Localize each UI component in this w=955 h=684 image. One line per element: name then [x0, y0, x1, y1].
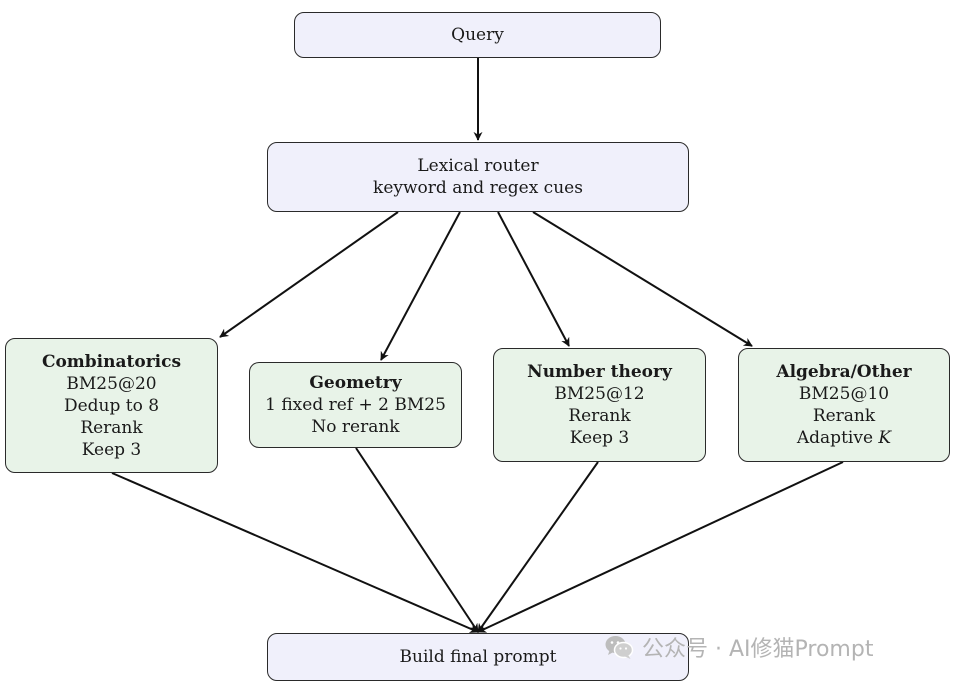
- combinatorics-line: Rerank: [80, 417, 143, 438]
- number-theory-node: Number theory BM25@12 Rerank Keep 3: [493, 348, 706, 462]
- algebra-other-node: Algebra/Other BM25@10 Rerank Adaptive K: [738, 348, 950, 462]
- algebra-other-line: Rerank: [812, 406, 876, 426]
- watermark: 公众号 · AI修猫Prompt: [604, 630, 873, 664]
- arrow-algebra-to-build: [477, 461, 844, 633]
- number-theory-line: Rerank: [568, 406, 631, 426]
- geometry-line: No rerank: [311, 417, 400, 437]
- number-theory-line: Keep 3: [569, 428, 630, 448]
- build-label: Build final prompt: [399, 647, 557, 667]
- combinatorics-line: Dedup to 8: [63, 395, 160, 416]
- wechat-icon: [605, 636, 634, 659]
- combinatorics-title: Combinatorics: [41, 351, 182, 372]
- arrow-router-to-geometry: [380, 211, 461, 361]
- geometry-line: 1 fixed ref + 2 BM25: [265, 395, 446, 415]
- router-title: Lexical router: [417, 156, 539, 176]
- number-theory-title: Number theory: [527, 362, 672, 382]
- combinatorics-line: BM25@20: [66, 373, 157, 394]
- combinatorics-node: Combinatorics BM25@20 Dedup to 8 Rerank …: [5, 338, 218, 473]
- watermark-text: 公众号 · AI修猫Prompt: [642, 637, 874, 662]
- combinatorics-line: Keep 3: [81, 439, 142, 460]
- query-node: Query: [294, 12, 661, 58]
- arrow-combinatorics-to-build: [111, 472, 479, 633]
- query-label: Query: [451, 25, 504, 45]
- adaptive-prefix: Adaptive: [796, 428, 879, 448]
- algebra-other-adaptive-line: Adaptive K: [797, 427, 891, 449]
- arrow-router-to-number-theory: [497, 211, 570, 347]
- geometry-node: Geometry 1 fixed ref + 2 BM25 No rerank: [249, 362, 462, 448]
- lexical-router-node: Lexical router keyword and regex cues: [267, 142, 689, 212]
- geometry-title: Geometry: [309, 373, 402, 393]
- algebra-other-title: Algebra/Other: [776, 362, 912, 382]
- router-subtitle: keyword and regex cues: [373, 178, 583, 198]
- arrow-router-to-algebra: [532, 211, 753, 347]
- adaptive-variable: K: [878, 428, 892, 448]
- number-theory-line: BM25@12: [554, 384, 645, 404]
- arrow-number-theory-to-build: [477, 461, 599, 633]
- algebra-other-line: BM25@10: [798, 384, 890, 404]
- arrow-router-to-combinatorics: [219, 211, 399, 338]
- arrow-geometry-to-build: [355, 447, 479, 633]
